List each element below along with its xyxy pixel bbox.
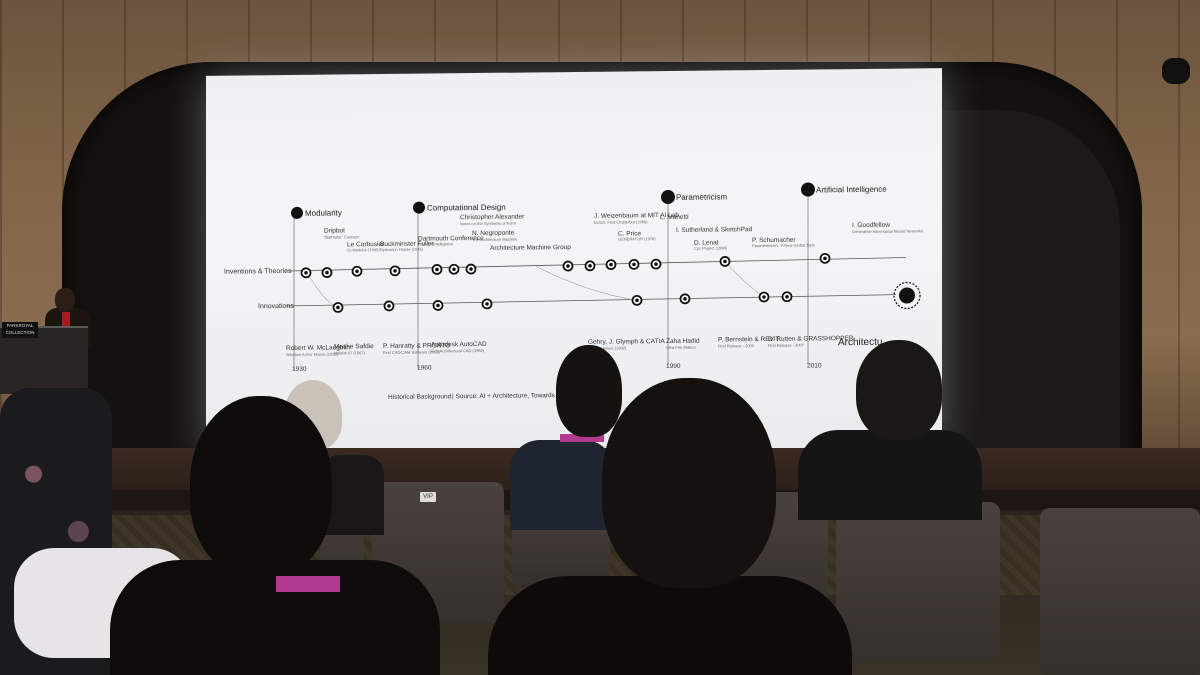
vip-tag: VIP bbox=[420, 492, 436, 502]
audience-member-body bbox=[510, 440, 614, 530]
svg-text:Dymaxion House (1945): Dymaxion House (1945) bbox=[380, 247, 424, 252]
connector-curve bbox=[305, 270, 337, 306]
footer-source: | Source: AI + Architecture, Towards bbox=[452, 392, 556, 400]
svg-text:1960: 1960 bbox=[417, 364, 432, 371]
svg-text:C. Price: C. Price bbox=[618, 230, 641, 237]
svg-text:I. Goodfellow: I. Goodfellow bbox=[852, 222, 890, 229]
innovations-node-centers bbox=[336, 294, 789, 310]
chair bbox=[836, 502, 1000, 662]
footer-title: Historical Background bbox=[388, 393, 452, 401]
svg-text:P. Hanratty & PRONTO: P. Hanratty & PRONTO bbox=[383, 342, 450, 350]
svg-text:P. Schumacher: P. Schumacher bbox=[752, 237, 796, 244]
svg-text:1990: 1990 bbox=[666, 363, 681, 370]
era-label: Computational Design bbox=[427, 203, 506, 213]
row-label-inventions: Inventions & Theories bbox=[224, 268, 292, 276]
svg-text:Le Modulor (1945): Le Modulor (1945) bbox=[347, 247, 380, 252]
era-label: Parametricism bbox=[676, 192, 727, 202]
svg-text:First CAD/CAM Software (1958): First CAD/CAM Software (1958) bbox=[383, 349, 441, 355]
svg-text:Architecture Machine Group: Architecture Machine Group bbox=[490, 244, 571, 252]
svg-text:The Architecture Machine: The Architecture Machine bbox=[472, 237, 518, 242]
svg-text:I. Sutherland & SketchPad: I. Sutherland & SketchPad bbox=[676, 226, 753, 234]
svg-text:2010: 2010 bbox=[807, 362, 822, 369]
svg-text:Winslow Armor House (1938): Winslow Armor House (1938) bbox=[286, 351, 339, 357]
svg-text:Fish Sculpture (1992): Fish Sculpture (1992) bbox=[588, 345, 627, 350]
top-labels: Dripbot "Bathtube" Concept Le Corbusier … bbox=[324, 212, 923, 252]
svg-text:First Architectural CAD (1982): First Architectural CAD (1982) bbox=[431, 348, 485, 354]
connector-curve bbox=[535, 266, 637, 301]
audience-member-body bbox=[110, 560, 440, 675]
svg-text:Autodesk AutoCAD: Autodesk AutoCAD bbox=[431, 341, 487, 349]
audience-member-head bbox=[602, 378, 776, 588]
svg-text:Zaha Hadid: Zaha Hadid bbox=[666, 338, 700, 345]
chair bbox=[1040, 508, 1200, 675]
row-label-innovations: Innovations bbox=[258, 303, 294, 310]
lanyard bbox=[560, 434, 604, 442]
audience-member-body bbox=[798, 430, 982, 520]
svg-text:Gehry, J. Glymph & CATIA: Gehry, J. Glymph & CATIA bbox=[588, 338, 665, 346]
arch-shadow-panel bbox=[940, 110, 1120, 470]
innovations-line bbox=[285, 294, 897, 307]
era-marker bbox=[801, 182, 815, 197]
inventions-line bbox=[285, 257, 907, 272]
svg-text:J. Weizenbaum at MIT AI Lab: J. Weizenbaum at MIT AI Lab bbox=[594, 212, 679, 220]
security-camera-icon bbox=[1162, 58, 1190, 84]
svg-text:Vitra Fire Station: Vitra Fire Station bbox=[666, 345, 696, 350]
era-label: Artificial Intelligence bbox=[816, 185, 887, 195]
svg-text:"Bathtube" Concept: "Bathtube" Concept bbox=[324, 234, 360, 239]
svg-text:P. Bernstein & REVIT: P. Bernstein & REVIT bbox=[718, 336, 780, 344]
svg-text:1930: 1930 bbox=[292, 366, 307, 373]
innovations-nodes bbox=[332, 291, 793, 313]
svg-text:Dripbot: Dripbot bbox=[324, 227, 345, 234]
inventions-nodes bbox=[300, 252, 831, 279]
podium-sign: PARKROYAL COLLECTION bbox=[2, 322, 38, 338]
svg-text:Le Corbusier: Le Corbusier bbox=[347, 241, 385, 248]
svg-text:Notes on the Synthesis of Form: Notes on the Synthesis of Form bbox=[460, 221, 517, 227]
svg-text:Parametricism - A New Global S: Parametricism - A New Global Style bbox=[752, 242, 816, 248]
audience-member-head bbox=[856, 340, 942, 440]
connector-curve bbox=[725, 262, 767, 299]
svg-text:L. Manetti: L. Manetti bbox=[660, 214, 689, 221]
svg-text:Generative Adversarial Neural: Generative Adversarial Neural Networks bbox=[852, 228, 923, 234]
audience-member-body bbox=[488, 576, 852, 675]
svg-text:Cyc Project (1984): Cyc Project (1984) bbox=[694, 245, 728, 250]
svg-text:D. Lenat: D. Lenat bbox=[694, 239, 719, 246]
lanyard bbox=[276, 576, 340, 592]
inventions-node-centers bbox=[304, 256, 827, 275]
year-labels: 1930 1960 1990 2010 bbox=[292, 362, 822, 373]
bottom-labels: Robert W. McLaughlin Winslow Armor House… bbox=[286, 335, 882, 357]
svg-text:Christopher Alexander: Christopher Alexander bbox=[460, 214, 525, 222]
projection-screen: Modularity Computational Design Parametr… bbox=[206, 68, 942, 456]
audience-member-head bbox=[190, 396, 332, 576]
svg-text:Moshe Safdie: Moshe Safdie bbox=[334, 343, 374, 350]
era-marker bbox=[291, 206, 303, 219]
audience-member-head bbox=[556, 345, 622, 437]
svg-text:Architectu: Architectu bbox=[838, 337, 882, 348]
svg-text:D. Rutten & GRASSHOPPER: D. Rutten & GRASSHOPPER bbox=[768, 335, 854, 343]
target-node-center bbox=[899, 287, 915, 304]
speaker-head bbox=[55, 288, 75, 312]
svg-text:First Release - 2007: First Release - 2007 bbox=[768, 343, 805, 348]
svg-text:Dartmouth Conference: Dartmouth Conference bbox=[418, 235, 484, 243]
target-node bbox=[893, 281, 921, 310]
era-label: Modularity bbox=[305, 208, 342, 217]
svg-text:ELIZA, First Chatterbot (1966): ELIZA, First Chatterbot (1966) bbox=[594, 219, 648, 225]
era-marker bbox=[661, 190, 675, 205]
svg-text:First Release - 2000: First Release - 2000 bbox=[718, 343, 755, 348]
svg-text:Habitat 67 (1967): Habitat 67 (1967) bbox=[334, 350, 366, 355]
svg-text:Robert W. McLaughlin: Robert W. McLaughlin bbox=[286, 344, 350, 352]
era-marker bbox=[413, 201, 425, 214]
timeline-slide: Modularity Computational Design Parametr… bbox=[224, 182, 923, 401]
svg-text:Artificial Intelligence: Artificial Intelligence bbox=[418, 241, 454, 246]
svg-text:N. Negroponte: N. Negroponte bbox=[472, 230, 515, 237]
speaker-shirt bbox=[62, 312, 70, 326]
svg-text:Buckminster Fuller: Buckminster Fuller bbox=[380, 240, 435, 248]
svg-text:GENERATOR (1976): GENERATOR (1976) bbox=[618, 236, 656, 241]
